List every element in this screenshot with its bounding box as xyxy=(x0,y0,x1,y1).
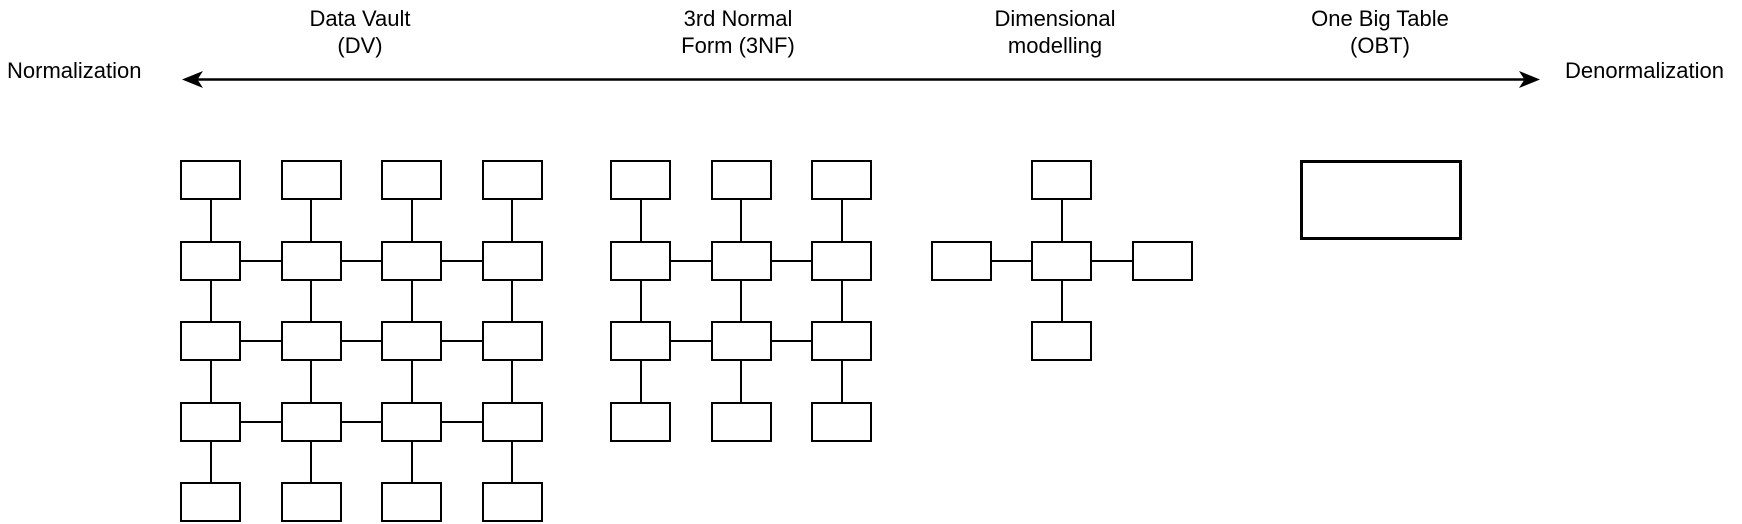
table-box xyxy=(381,321,442,361)
table-box xyxy=(180,240,241,281)
table-box xyxy=(811,401,872,442)
dimension-table-box xyxy=(930,240,992,281)
connector-vertical xyxy=(1060,280,1063,321)
connector-vertical xyxy=(511,441,513,482)
approach-label-line: One Big Table xyxy=(1311,6,1449,31)
connector-horizontal xyxy=(341,420,381,423)
connector-vertical xyxy=(410,441,413,482)
connector-vertical xyxy=(740,361,742,402)
connector-vertical xyxy=(310,361,312,402)
connector-vertical xyxy=(740,200,742,241)
connector-vertical xyxy=(639,280,642,321)
table-box xyxy=(610,240,671,281)
approach-label-line: (DV) xyxy=(337,33,383,58)
connector-vertical xyxy=(1060,200,1063,241)
table-box xyxy=(180,482,241,522)
table-box xyxy=(280,401,342,442)
connector-vertical xyxy=(840,361,843,402)
connector-vertical xyxy=(511,200,513,241)
table-box xyxy=(481,160,543,200)
connector-vertical xyxy=(209,361,212,402)
axis-label-denormalization: Denormalization xyxy=(1565,58,1724,83)
fact-table-box xyxy=(1031,240,1092,281)
connector-horizontal xyxy=(1092,259,1132,262)
table-box xyxy=(381,160,442,200)
table-box xyxy=(811,160,872,200)
dimension-table-box xyxy=(1131,240,1193,281)
connector-vertical xyxy=(639,361,642,402)
connector-horizontal xyxy=(671,340,711,342)
table-box xyxy=(180,321,241,361)
connector-horizontal xyxy=(341,340,381,342)
table-box xyxy=(481,240,543,281)
table-box xyxy=(811,321,872,361)
table-box xyxy=(610,321,671,361)
connector-vertical xyxy=(209,200,212,241)
table-box xyxy=(280,160,342,200)
table-box xyxy=(381,240,442,281)
table-box xyxy=(811,240,872,281)
connector-horizontal xyxy=(771,340,811,342)
connector-vertical xyxy=(840,280,843,321)
connector-horizontal xyxy=(671,259,711,262)
dimension-table-box xyxy=(1031,321,1092,361)
connector-vertical xyxy=(410,280,413,321)
connector-vertical xyxy=(209,441,212,482)
connector-vertical xyxy=(740,280,742,321)
connector-horizontal xyxy=(991,259,1031,262)
table-box xyxy=(280,482,342,522)
connector-vertical xyxy=(410,200,413,241)
connector-horizontal xyxy=(241,420,281,423)
connector-vertical xyxy=(840,200,843,241)
connector-vertical xyxy=(511,280,513,321)
connector-vertical xyxy=(511,361,513,402)
approach-label-line: Form (3NF) xyxy=(681,33,795,58)
connector-horizontal xyxy=(241,340,281,342)
table-box xyxy=(280,321,342,361)
table-box xyxy=(481,401,543,442)
connector-horizontal xyxy=(341,259,381,262)
table-box xyxy=(381,482,442,522)
connector-vertical xyxy=(310,441,312,482)
connector-vertical xyxy=(209,280,212,321)
connector-vertical xyxy=(310,200,312,241)
approach-label-line: 3rd Normal xyxy=(683,6,793,31)
connector-horizontal xyxy=(442,340,482,342)
approach-label-line: Dimensional xyxy=(994,6,1116,31)
table-box xyxy=(710,240,772,281)
table-box xyxy=(710,160,772,200)
dimension-table-box xyxy=(1031,160,1092,200)
table-box xyxy=(381,401,442,442)
connector-vertical xyxy=(639,200,642,241)
connector-vertical xyxy=(310,280,312,321)
connector-horizontal xyxy=(771,259,811,262)
axis-label-normalization: Normalization xyxy=(7,58,142,83)
approach-label-line: Data Vault xyxy=(309,6,411,31)
approach-label-data-vault: Data Vault (DV) xyxy=(235,5,485,59)
approach-label-3rd-normal-form: 3rd Normal Form (3NF) xyxy=(613,5,863,59)
approach-label-dimensional-modelling: Dimensional modelling xyxy=(930,5,1180,59)
table-box xyxy=(710,321,772,361)
one-big-table-box xyxy=(1300,160,1462,240)
table-box xyxy=(180,160,241,200)
connector-vertical xyxy=(410,361,413,402)
table-box xyxy=(180,401,241,442)
approach-label-line: (OBT) xyxy=(1350,33,1410,58)
table-box xyxy=(481,482,543,522)
approach-label-line: modelling xyxy=(1007,33,1103,58)
table-box xyxy=(610,401,671,442)
table-box xyxy=(280,240,342,281)
table-box xyxy=(481,321,543,361)
connector-horizontal xyxy=(442,259,482,262)
connector-horizontal xyxy=(442,420,482,423)
table-box xyxy=(610,160,671,200)
connector-horizontal xyxy=(241,259,281,262)
approach-label-one-big-table: One Big Table (OBT) xyxy=(1255,5,1505,59)
table-box xyxy=(710,401,772,442)
